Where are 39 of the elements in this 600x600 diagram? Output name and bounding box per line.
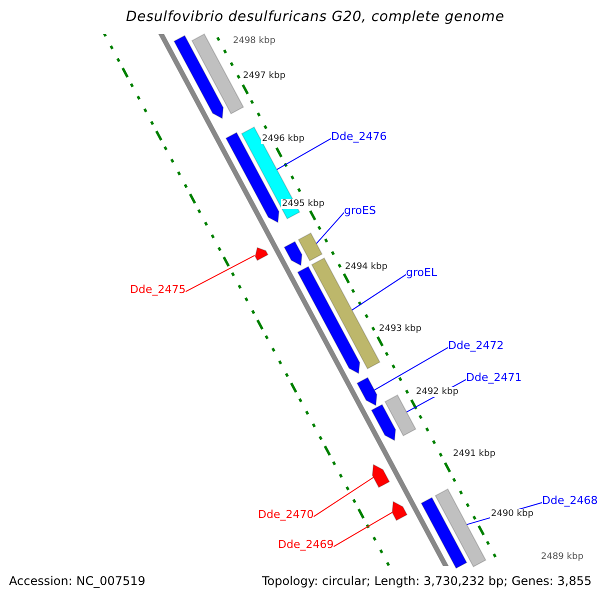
leader-line [374,347,448,391]
leader-line [276,138,332,170]
gene-block [284,240,302,266]
gene-block [173,34,224,120]
gene-block [254,246,269,262]
gene-block [370,404,396,442]
accession-text: Accession: NC_007519 [9,575,146,589]
leader-line [333,512,393,548]
scale-label: 2496 kbp [261,134,306,144]
scale-label: 2490 kbp [490,509,534,520]
gene-block [372,464,390,488]
scale-label: 2492 kbp [415,387,460,398]
gene-label: Dde_2472 [448,340,504,353]
gene-label: Dde_2470 [258,509,314,522]
leader-line [313,476,374,518]
gene-label: Dde_2469 [278,539,334,552]
gene-block [434,488,486,568]
scale-label: 2495 kbp [281,199,326,210]
gene-block [420,496,468,569]
gene-block [298,232,323,262]
scale-label: 2491 kbp [452,449,496,460]
scale-label: 2494 kbp [344,262,388,272]
gene-label: groEL [406,267,438,280]
scale-label: 2493 kbp [378,324,422,334]
gene-label: Dde_2476 [331,131,387,144]
scale-label: 2497 kbp [242,71,286,82]
gene-label: Dde_2471 [466,372,522,385]
gene-block [384,394,416,436]
leader-line [316,212,344,244]
scale-label: 2489 kbp [540,552,584,562]
scale-label: 2498 kbp [232,36,276,46]
genome-summary-text: Topology: circular; Length: 3,730,232 bp; Genes: 3,855 [262,575,592,589]
gene-block [356,376,378,406]
gene-label: Dde_2468 [542,495,598,508]
title: Desulfovibrio desulfuricans G20, complete genome [126,9,504,26]
gene-block [392,500,408,522]
gene-label: Dde_2475 [130,284,186,297]
gene-label: groES [344,205,376,218]
leader-line [185,254,256,292]
